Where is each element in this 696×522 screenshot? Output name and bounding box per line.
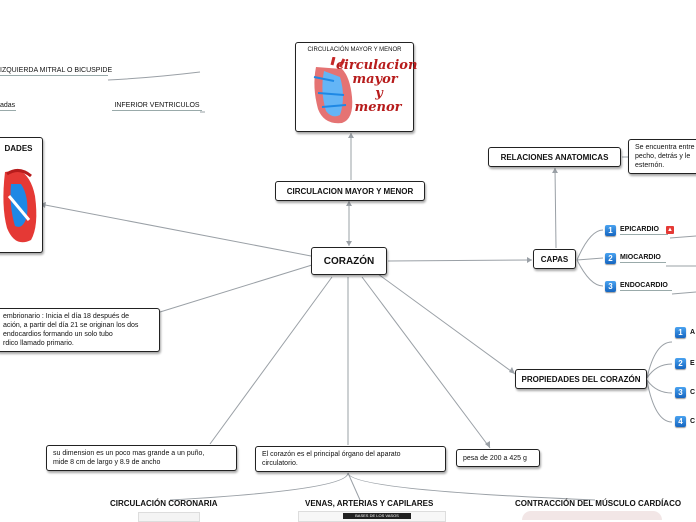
embrionario-line-3: endocardios formando un solo tubo [3, 331, 113, 338]
embrionario-note[interactable]: embrionario : Inicia el día 18 después d… [0, 308, 160, 352]
propiedad-3-number-icon: 3 [675, 387, 686, 398]
capas-topic-label: CAPAS [540, 254, 569, 264]
attachment-icon[interactable]: ▲ [666, 226, 674, 234]
circulacion-topic-label: CIRCULACION MAYOR Y MENOR [286, 186, 414, 196]
circulacion-image-text-3: menor [354, 100, 402, 115]
propiedades-topic-label: PROPIEDADES DEL CORAZÓN [521, 374, 641, 384]
line-center-capas [387, 259, 533, 262]
relaciones-topic[interactable]: RELACIONES ANATOMICAS [488, 147, 621, 167]
miocardio-label[interactable]: MIOCARDIO [620, 254, 666, 263]
line-epicardio-out [669, 235, 696, 239]
dimension-line-1: su dimension es un poco mas grande a un … [53, 450, 205, 457]
relaciones-note-line-3: esternón. [635, 162, 665, 169]
central-topic-label: CORAZÓN [323, 255, 375, 267]
circulacion-topic[interactable]: CIRCULACION MAYOR Y MENOR [275, 181, 425, 201]
propiedades-topic[interactable]: PROPIEDADES DEL CORAZÓN [515, 369, 647, 389]
embrionario-line-1: embrionario : Inicia el día 18 después d… [3, 313, 130, 320]
circulacion-image-card[interactable]: CIRCULACIÓN MAYOR Y MENOR circulacion ma… [295, 42, 418, 132]
epicardio-label[interactable]: EPICARDIO [620, 226, 668, 235]
inferior-ventriculos-label[interactable]: INFERIOR VENTRICULOS [112, 102, 202, 111]
circulacion-image-text-2: y [375, 86, 383, 101]
line-capas-miocardio [576, 257, 604, 261]
propiedades-image-title: DADES [4, 144, 33, 153]
line-capas-endocardio [576, 259, 604, 287]
line-capas-relaciones [554, 167, 557, 249]
mitral-label[interactable]: IZQUIERDA MITRAL O BICUSPIDE [0, 67, 113, 76]
cut-left-label[interactable]: adas [0, 102, 16, 111]
line-center-left [39, 203, 312, 257]
embrionario-line-4: rdico llamado primario. [3, 340, 74, 347]
propiedades-image-card[interactable]: DADES [0, 137, 43, 253]
circulacion-image-caption: CIRCULACIÓN MAYOR Y MENOR [307, 47, 402, 53]
propiedad-2-number-icon: 2 [675, 358, 686, 369]
circulacion-image-text-1: circulacion mayor [336, 58, 418, 87]
epicardio-number-icon: 1 [605, 225, 616, 236]
line-center-propiedades [377, 273, 516, 375]
organo-line-1: El corazón es el principal órgano del ap… [262, 451, 401, 458]
endocardio-label[interactable]: ENDOCARDIO [620, 282, 672, 291]
line-center-dimension [209, 276, 333, 445]
venas-image-preview[interactable]: BASES DE LOS VASOS [298, 511, 446, 522]
line-center-embrionario [159, 264, 313, 313]
relaciones-note-line-2: pecho, detrás y le [635, 153, 691, 160]
dimension-note[interactable]: su dimension es un poco mas grande a un … [46, 445, 237, 471]
propiedad-2-label[interactable]: E [690, 360, 695, 367]
peso-text: pesa de 200 a 425 g [463, 454, 527, 462]
circulacion-coronaria-topic[interactable]: CIRCULACIÓN CORONARIA [110, 499, 218, 508]
line-center-peso [361, 276, 491, 449]
relaciones-note-line-1: Se encuentra entre [635, 144, 695, 151]
peso-note[interactable]: pesa de 200 a 425 g [456, 449, 540, 467]
relaciones-topic-label: RELACIONES ANATOMICAS [500, 152, 609, 162]
line-capas-epicardio [576, 229, 604, 261]
organo-note[interactable]: El corazón es el principal órgano del ap… [255, 446, 446, 472]
dimension-line-2: mide 8 cm de largo y 8.9 de ancho [53, 459, 161, 466]
organo-line-2: circulatorio. [262, 460, 298, 467]
central-topic-corazon[interactable]: CORAZÓN [311, 247, 387, 275]
propiedad-4-number-icon: 4 [675, 416, 686, 427]
relaciones-note[interactable]: Se encuentra entre pecho, detrás y le es… [628, 139, 696, 174]
contraccion-image-preview[interactable] [522, 511, 662, 520]
endocardio-number-icon: 3 [605, 281, 616, 292]
heart-circulation-icon [313, 57, 353, 124]
propiedad-1-label[interactable]: A [690, 329, 696, 336]
venas-image-caption: BASES DE LOS VASOS [343, 513, 411, 519]
venas-arterias-topic[interactable]: VENAS, ARTERIAS Y CAPILARES [305, 499, 434, 508]
propiedad-4-label[interactable]: C [690, 418, 696, 425]
embrionario-line-2: ación, a partir del día 21 se originan l… [3, 322, 139, 329]
propiedad-3-label[interactable]: C [690, 389, 696, 396]
contraccion-topic[interactable]: CONTRACCIÓN DEL MÚSCULO CARDÍACO [515, 499, 682, 508]
heart-image-icon [3, 169, 37, 243]
capas-topic[interactable]: CAPAS [533, 249, 576, 269]
coronaria-image-preview[interactable] [138, 512, 200, 522]
propiedad-1-number-icon: 1 [675, 327, 686, 338]
miocardio-number-icon: 2 [605, 253, 616, 264]
